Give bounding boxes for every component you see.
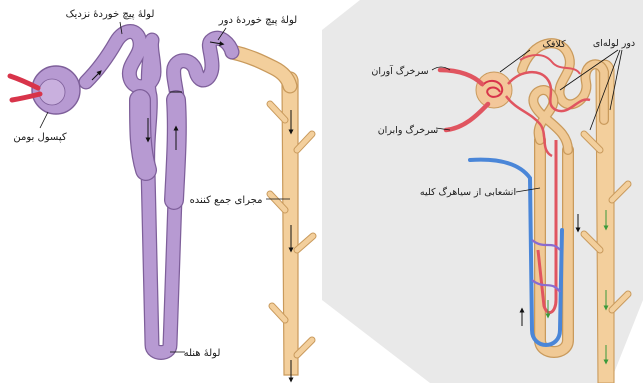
bowman-capsule bbox=[10, 66, 80, 114]
label-afferent-arteriole: سرخرگ آوران bbox=[371, 64, 428, 77]
left-nephron: کپسول بومن لولهٔ پیچ خوردهٔ نزدیک لولهٔ … bbox=[10, 9, 313, 380]
label-bowman-capsule: کپسول بومن bbox=[13, 132, 66, 143]
purple-tubule bbox=[86, 32, 232, 353]
leader-line bbox=[40, 112, 48, 128]
glomerulus bbox=[476, 72, 512, 108]
label-collecting-duct: مجرای جمع کننده bbox=[190, 195, 263, 206]
label-peritubular-capillaries: دور لوله‌ای bbox=[593, 38, 635, 49]
label-efferent-arteriole: سرخرگ وابران bbox=[378, 123, 439, 136]
label-proximal-tubule: لولهٔ پیچ خوردهٔ نزدیک bbox=[66, 9, 155, 20]
label-renal-vein-branch: انشعابی از سیاهرگ کلیه bbox=[420, 185, 516, 198]
label-glomerulus: کلافک bbox=[542, 39, 566, 50]
label-loop-of-henle: لولهٔ هنله bbox=[184, 348, 221, 359]
label-distal-tubule: لولهٔ پیچ خوردهٔ دور bbox=[218, 15, 297, 26]
